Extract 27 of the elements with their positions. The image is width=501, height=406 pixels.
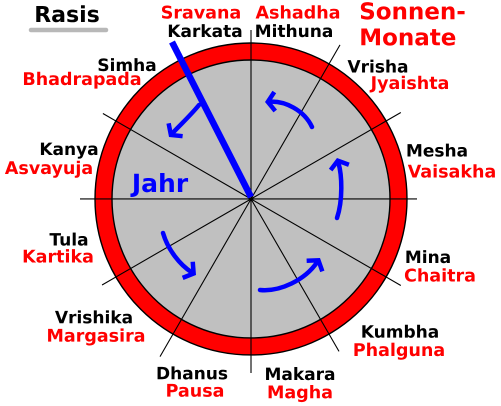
sign-label: Karkata — [168, 24, 242, 38]
month-label: Margasira — [48, 328, 144, 346]
sign-label: Vrishika — [55, 310, 132, 324]
month-label: Vaisakha — [408, 164, 495, 178]
month-label: Bhadrapada — [24, 72, 140, 89]
month-label: Asvayuja — [4, 160, 92, 178]
sign-label: Kanya — [40, 142, 98, 159]
sign-label: Vrisha — [348, 60, 408, 73]
sign-label: Kumbha — [362, 324, 438, 338]
sign-label: Simha — [98, 58, 156, 72]
heading: Sonnen- Monate — [360, 2, 465, 46]
month-label: Ashadha — [256, 5, 340, 19]
sign-label: Dhanus — [158, 366, 228, 380]
month-label: Magha — [268, 384, 332, 402]
month-label: Phalguna — [354, 342, 444, 360]
sign-label: Mesha — [408, 144, 467, 157]
sign-label: Mithuna — [256, 24, 332, 38]
month-label: Kartika — [24, 249, 93, 263]
dial-label: Jahr — [130, 173, 188, 197]
month-label: Pausa — [167, 384, 224, 397]
month-label: Jyaishta — [370, 76, 448, 93]
sign-label: Mina — [406, 250, 450, 264]
heading: Rasis — [36, 5, 99, 22]
sign-label: Tula — [50, 232, 88, 246]
month-label: Sravana — [162, 6, 240, 19]
sign-label: Makara — [266, 367, 334, 380]
month-label: Chaitra — [404, 268, 475, 282]
